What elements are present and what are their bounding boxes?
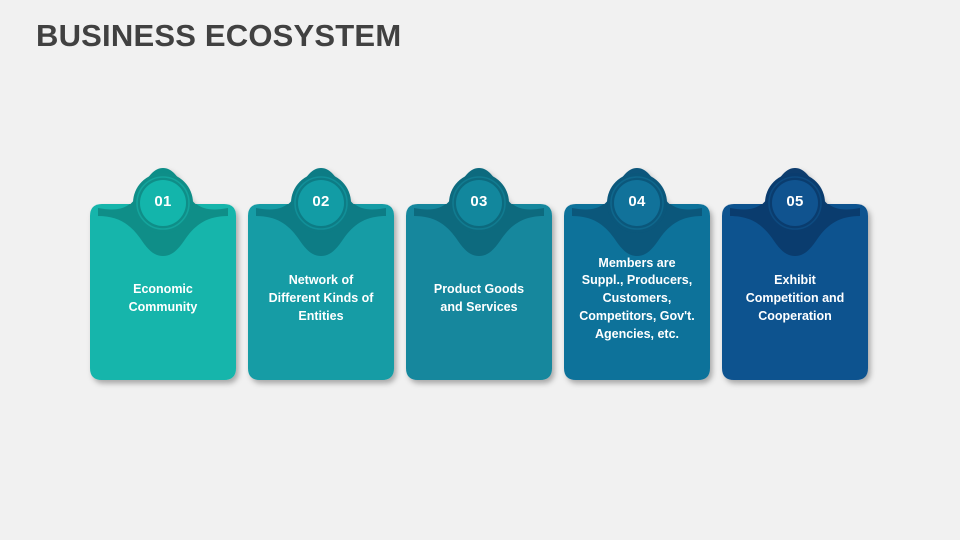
card-body xyxy=(722,204,868,380)
badge-inner-disc xyxy=(772,180,818,226)
badge-ring xyxy=(294,176,348,230)
badge-inner-disc xyxy=(140,180,186,226)
badge-ring xyxy=(610,176,664,230)
card-shape xyxy=(90,168,236,380)
card-body xyxy=(564,204,710,380)
page-title: BUSINESS ECOSYSTEM xyxy=(36,18,402,53)
card-shape xyxy=(722,168,868,380)
badge-inner-disc xyxy=(614,180,660,226)
badge-inner-disc xyxy=(456,180,502,226)
card-body xyxy=(90,204,236,380)
badge-ring xyxy=(136,176,190,230)
card-body xyxy=(406,204,552,380)
badge-inner-disc xyxy=(298,180,344,226)
card-shape xyxy=(564,168,710,380)
card-body xyxy=(248,204,394,380)
card-shape xyxy=(248,168,394,380)
badge-ring xyxy=(452,176,506,230)
badge-ring xyxy=(768,176,822,230)
card-shape xyxy=(406,168,552,380)
